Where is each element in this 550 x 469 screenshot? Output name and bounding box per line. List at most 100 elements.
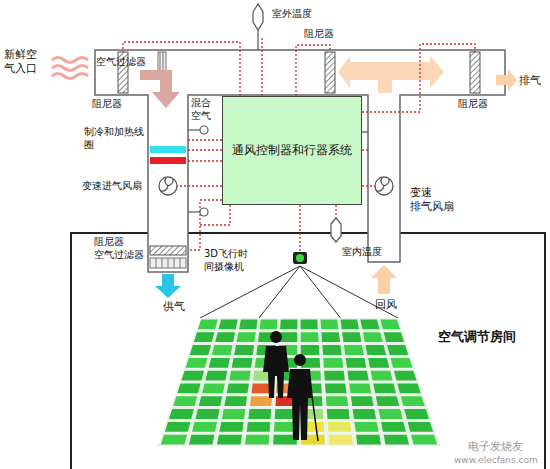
heating-coil (150, 157, 186, 164)
watermark: www.elecfans.com (454, 455, 538, 466)
grid-cell (346, 358, 367, 368)
tof-camera (293, 252, 307, 264)
grid-cell (209, 358, 230, 368)
room-top-wall (70, 232, 546, 234)
grid-cell (177, 384, 200, 394)
grid-cell (328, 422, 352, 432)
air-filter (158, 52, 166, 72)
grid-cell (322, 345, 341, 355)
grid-cell (329, 435, 353, 445)
grid-cell (186, 358, 208, 368)
grid-cell (161, 435, 187, 445)
grid-cell (215, 332, 235, 342)
grid-cell (248, 409, 271, 419)
fan-label: 变速进气风扇 (82, 180, 142, 193)
box-label: 通风控制器和行器系统 (232, 142, 352, 159)
damper-label: 阻尼器 (92, 98, 122, 111)
tof-camera-lens (296, 254, 304, 262)
grid-cell (380, 320, 400, 330)
grid-cell (195, 409, 219, 419)
filter-label: 空气过滤器 (96, 56, 146, 69)
grid-cell (353, 409, 377, 419)
damper-label: 阻尼器 (458, 98, 488, 111)
grid-cell (323, 358, 343, 368)
grid-cell (394, 371, 417, 381)
duct (95, 50, 505, 272)
coil-label: 制冷和加热线 圈 (84, 126, 144, 151)
grid-cell (326, 396, 348, 406)
grid-cell (340, 320, 359, 330)
grid-cell (250, 396, 272, 406)
grid-cell (411, 435, 437, 445)
mixed-air-arrow (140, 70, 180, 108)
occupancy-grid (158, 318, 440, 446)
grid-cell (401, 396, 425, 406)
outdoor-temp-sensor (253, 4, 263, 50)
fresh-air-waves (52, 58, 88, 79)
grid-cell (391, 358, 413, 368)
room-region: 空气调节房间 (70, 232, 546, 469)
grid-cell (356, 435, 381, 445)
person-silhouette (263, 331, 289, 398)
grid-cell (324, 371, 345, 381)
grid-cell (245, 435, 269, 445)
cooling-coil (150, 146, 186, 153)
exhaust-label: 排气 (519, 74, 541, 88)
grid-cell (301, 320, 318, 330)
grid-cell (387, 345, 408, 355)
grid-cell (205, 371, 227, 381)
mixed-air-label: 混合 空气 (191, 97, 211, 122)
grid-cell (301, 345, 320, 355)
grid-cell (189, 435, 215, 445)
grid-cell (384, 435, 410, 445)
return-label: 回风 (375, 298, 397, 312)
grid-cell (384, 332, 405, 342)
grid-cell (360, 320, 379, 330)
grid-cell (301, 332, 319, 342)
grid-cell (347, 371, 368, 381)
damper (150, 246, 186, 255)
grid-cell (371, 371, 393, 381)
grid-cell (376, 396, 400, 406)
grid-cell (202, 384, 225, 394)
grid-cell (165, 422, 191, 432)
return-air-arrow (338, 56, 444, 93)
grid-cell (219, 320, 238, 330)
grid-cell (378, 409, 402, 419)
grid-cell (368, 358, 389, 368)
grid-cell (373, 384, 396, 394)
damper (325, 52, 335, 93)
grid-cell (181, 371, 204, 381)
grid-cell (227, 384, 249, 394)
grid-cell (247, 422, 271, 432)
grid-cell (234, 345, 254, 355)
exhaust-fan (375, 177, 393, 195)
grid-cell (190, 345, 211, 355)
room-label: 空气调节房间 (438, 328, 516, 346)
grid-cell (344, 345, 364, 355)
grid-cell (366, 345, 387, 355)
grid-cell (381, 422, 406, 432)
grid-cell (321, 320, 339, 330)
grid-cell (229, 371, 250, 381)
grid-cell (342, 332, 361, 342)
grid-cell (408, 422, 434, 432)
supply-air-arrow (155, 274, 181, 298)
grid-cell (397, 384, 420, 394)
grid-cell (173, 396, 197, 406)
exhaust-arrow (496, 69, 517, 91)
grid-cell (169, 409, 194, 419)
supply-fan (159, 177, 177, 195)
grid-cell (325, 384, 347, 394)
grid-cell (349, 384, 371, 394)
grid-cell (351, 396, 374, 406)
grid-cell (354, 422, 378, 432)
supply-label: 供气 (163, 300, 185, 314)
grid-cell (222, 409, 246, 419)
grid-cell (279, 332, 297, 342)
grid-cell (321, 332, 340, 342)
grid-cell (192, 422, 217, 432)
grid-cell (363, 332, 383, 342)
grid-cell (239, 320, 258, 330)
camera-label: 3D飞行时 间摄像机 (204, 248, 248, 273)
